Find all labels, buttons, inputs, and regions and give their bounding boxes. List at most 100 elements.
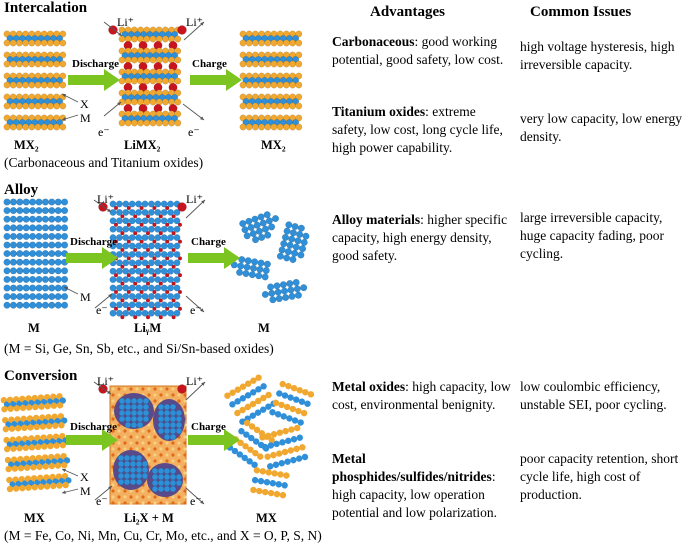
m-atom — [32, 459, 40, 466]
m-atom — [116, 234, 123, 242]
x-atom — [149, 119, 157, 127]
charge-label: Charge — [191, 421, 226, 433]
li2x-atom — [153, 393, 157, 397]
x-atom — [295, 407, 302, 415]
x-atom — [16, 445, 23, 452]
carbonaceous-issues: high voltage hysteresis, high irreversib… — [520, 39, 675, 72]
m-atom — [109, 225, 117, 233]
m-atom — [45, 458, 52, 465]
m-atom — [157, 485, 165, 493]
li2x-atom — [111, 387, 115, 391]
m-atom — [25, 439, 32, 447]
x-atom — [25, 484, 32, 491]
electron-label: e⁻ — [190, 303, 202, 317]
m-cluster-atom — [269, 296, 277, 304]
x-atom — [174, 35, 182, 43]
m-atom — [157, 409, 165, 417]
m-atom — [141, 200, 149, 208]
li2x-atom — [147, 435, 151, 439]
mx-label: MX — [24, 511, 45, 525]
x-atom — [258, 39, 265, 47]
m-atom — [175, 479, 183, 487]
metal-phosphides-issues: poor capacity retention, short cycle lif… — [520, 451, 679, 502]
li-atom — [139, 222, 144, 227]
x-atom — [307, 391, 315, 398]
m-atom — [109, 276, 117, 283]
m-cluster-atom — [284, 248, 292, 256]
m-atom — [169, 421, 177, 429]
m-cluster-atom — [247, 223, 255, 231]
m-cluster-atom — [294, 237, 302, 245]
m-cluster-atom — [236, 268, 244, 276]
x-atom — [255, 374, 262, 381]
li-atom — [158, 298, 163, 303]
m-atom — [16, 198, 24, 206]
m-atom — [116, 267, 123, 275]
x-atom — [161, 119, 169, 127]
x-atom — [295, 60, 303, 68]
li2x-atom — [123, 495, 127, 499]
x-atom — [289, 81, 296, 89]
m-atom — [167, 284, 175, 292]
m-atom — [163, 473, 171, 481]
li-atom — [158, 264, 163, 269]
charge-label: Charge — [191, 236, 226, 248]
m-atom — [116, 200, 123, 208]
m-atom — [142, 415, 150, 423]
x-atom — [251, 81, 259, 89]
x-atom — [174, 110, 182, 118]
m-atom — [41, 250, 49, 258]
x-atom — [40, 39, 48, 47]
m-cluster-atom — [265, 217, 273, 225]
m-atom — [167, 217, 175, 225]
li-atom — [152, 289, 157, 295]
m-atom — [169, 485, 177, 493]
li-atom — [165, 205, 170, 211]
m-atom — [12, 440, 20, 448]
m-atom — [22, 250, 30, 258]
x-atom — [259, 468, 266, 475]
m-atom — [29, 250, 37, 258]
m-atom — [290, 456, 297, 464]
x-atom — [264, 39, 272, 47]
li-in-arrow — [107, 208, 111, 212]
m-atom — [251, 461, 258, 468]
m-cluster-atom — [243, 232, 251, 240]
li2x-atom — [117, 435, 121, 439]
m-cluster-atom — [245, 217, 253, 225]
x-atom — [53, 123, 60, 131]
m-atom — [135, 208, 143, 216]
x-atom — [282, 39, 290, 47]
m-atom — [43, 438, 51, 445]
m-atom — [279, 439, 286, 446]
li2x-atom — [165, 387, 169, 391]
m-atom — [9, 250, 17, 258]
m-atom — [173, 225, 181, 233]
x-atom — [239, 406, 246, 414]
m-atom — [135, 454, 143, 462]
x-atom — [54, 462, 62, 469]
m-atom — [163, 467, 171, 475]
conversion-caption: (M = Fe, Co, Ni, Mn, Cu, Cr, Mo, etc., a… — [4, 528, 322, 543]
m-cluster-atom — [263, 260, 271, 268]
li-atom — [139, 306, 144, 311]
m-atom — [48, 232, 56, 240]
m-label: M — [258, 321, 270, 335]
li-atom — [171, 264, 176, 269]
li-atom — [120, 298, 125, 303]
li2x-atom — [177, 465, 181, 469]
m-cluster-atom — [300, 238, 308, 246]
li2x-atom — [123, 501, 127, 505]
mx2-label: MX₂ — [261, 138, 286, 152]
m-atom — [136, 415, 144, 423]
m-atom — [40, 478, 47, 486]
m-atom — [175, 409, 183, 417]
x-atom — [10, 445, 17, 452]
m-atom — [292, 119, 299, 126]
m-atom — [292, 35, 299, 42]
m-atom — [35, 232, 43, 240]
li2x-atom — [123, 429, 127, 433]
m-atom — [48, 284, 56, 292]
li2x-atom — [153, 495, 157, 499]
m-atom — [169, 409, 177, 417]
